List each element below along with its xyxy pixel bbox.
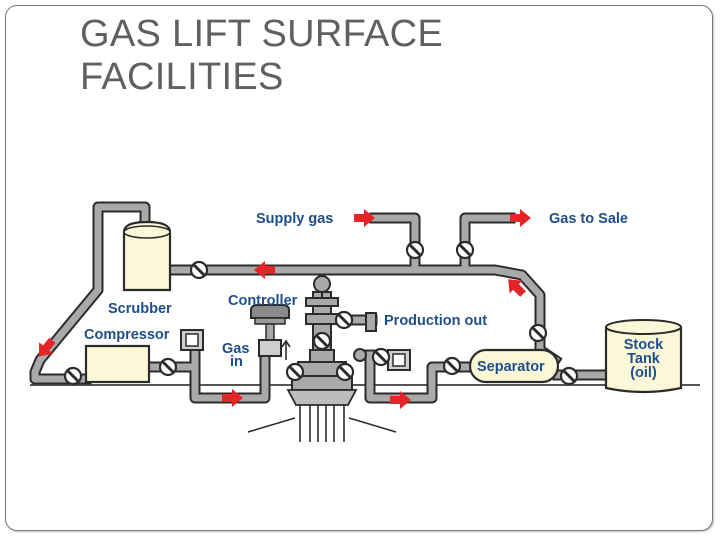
valve-icon xyxy=(442,356,462,376)
valve-icon xyxy=(158,357,178,377)
stock-tank-vessel xyxy=(604,319,683,394)
valve-icon xyxy=(189,260,209,280)
valve-icon xyxy=(285,362,305,382)
compressor-unit xyxy=(84,344,151,384)
slide-title: GAS LIFT SURFACE FACILITIES xyxy=(80,13,443,99)
flow-arrow-icon xyxy=(254,261,275,279)
valve-icon xyxy=(455,240,475,260)
valve-icon xyxy=(371,347,391,367)
valve-icon xyxy=(63,366,83,386)
well-casing xyxy=(247,405,397,442)
label-stock-tank-line-2: Tank xyxy=(627,351,661,367)
gas-in-pointer-icon xyxy=(281,339,291,360)
label-controller: Controller xyxy=(228,293,298,309)
title-line-1: GAS LIFT SURFACE xyxy=(80,13,444,55)
flow-arrow-icon xyxy=(510,209,531,227)
valve-icon xyxy=(559,366,579,386)
flow-arrow-icon xyxy=(354,209,375,227)
valve-icon xyxy=(335,362,355,382)
valve-icon xyxy=(334,310,354,330)
label-separator: Separator xyxy=(477,359,545,375)
scrubber-vessel xyxy=(122,220,172,292)
label-stock-tank-line-1: Stock xyxy=(624,337,664,353)
label-gas-in-line-1: Gas xyxy=(222,341,249,357)
meter-box-icon xyxy=(180,329,204,351)
label-gas-to-sale: Gas to Sale xyxy=(549,211,628,227)
valve-icon xyxy=(312,331,332,351)
label-scrubber: Scrubber xyxy=(108,301,172,317)
label-stock-tank-line-3: (oil) xyxy=(630,365,657,381)
wellhead-tree xyxy=(286,275,377,406)
label-production-out: Production out xyxy=(384,313,487,329)
flow-arrow-icon xyxy=(222,389,243,407)
label-gas-in-line-2: in xyxy=(230,354,243,370)
label-compressor: Compressor xyxy=(84,327,170,343)
title-line-2: FACILITIES xyxy=(80,56,284,98)
valve-icon xyxy=(405,240,425,260)
controller-unit xyxy=(250,304,290,357)
separator-vessel xyxy=(468,348,560,384)
label-supply-gas: Supply gas xyxy=(256,211,333,227)
production-meter-icon xyxy=(387,349,411,371)
valve-icon xyxy=(528,323,548,343)
